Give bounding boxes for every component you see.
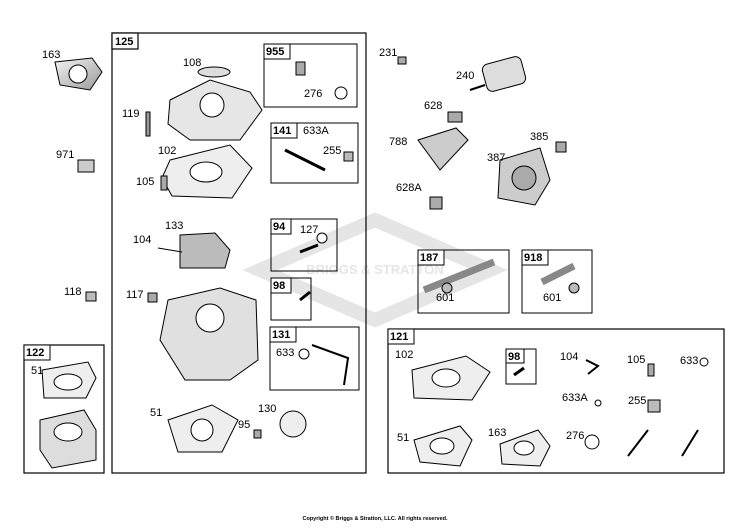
- copyright-footer: Copyright © Briggs & Stratton, LLC. All …: [302, 516, 448, 522]
- callout-387: 387: [487, 152, 505, 164]
- box-98-top[interactable]: 98: [270, 277, 312, 321]
- callout-130: 130: [258, 403, 276, 415]
- box-label-122: 122: [26, 347, 44, 359]
- watermark-text: BRIGGS & STRATTON: [306, 262, 443, 277]
- box-label-125: 125: [115, 36, 133, 48]
- callout-95: 95: [238, 419, 250, 431]
- callout-51-kit: 51: [397, 432, 409, 444]
- box-98-bottom[interactable]: 98: [505, 348, 537, 385]
- callout-255-top: 255: [323, 145, 341, 157]
- callout-276-kit: 276: [566, 430, 584, 442]
- callout-385: 385: [530, 131, 548, 143]
- callout-105-kit: 105: [627, 354, 645, 366]
- box-label-955: 955: [266, 46, 284, 58]
- callout-127: 127: [300, 224, 318, 236]
- box-label-121: 121: [390, 331, 408, 343]
- callout-601-box187: 601: [436, 292, 454, 304]
- callout-104-top: 104: [133, 234, 151, 246]
- box-label-98-bottom: 98: [508, 351, 520, 363]
- box-label-98-top: 98: [273, 280, 285, 292]
- box-918[interactable]: 918: [521, 249, 593, 314]
- callout-117: 117: [126, 289, 144, 301]
- callout-108: 108: [183, 57, 201, 69]
- callout-119: 119: [122, 108, 140, 120]
- callout-276-top: 276: [304, 88, 322, 100]
- callout-633-box131: 633: [276, 347, 294, 359]
- callout-628: 628: [424, 100, 442, 112]
- callout-102-top: 102: [158, 145, 176, 157]
- part-drawings: [39, 56, 709, 469]
- box-955[interactable]: 955: [263, 43, 358, 108]
- callout-118: 118: [64, 286, 82, 298]
- box-131[interactable]: 131: [269, 326, 360, 391]
- callout-51-mid: 51: [150, 407, 162, 419]
- callout-105-top: 105: [136, 176, 154, 188]
- box-121[interactable]: 121: [387, 328, 725, 474]
- callout-133: 133: [165, 220, 183, 232]
- box-label-141: 141: [273, 125, 291, 137]
- watermark: BRIGGS & STRATTON: [242, 212, 508, 328]
- box-label-131: 131: [272, 329, 290, 341]
- callout-163-left: 163: [42, 49, 60, 61]
- box-187[interactable]: 187: [417, 249, 510, 314]
- callout-255-kit: 255: [628, 395, 646, 407]
- box-label-918: 918: [524, 252, 542, 264]
- box-141[interactable]: 141: [270, 122, 359, 184]
- callout-240: 240: [456, 70, 474, 82]
- callout-633A-top: 633A: [303, 125, 329, 137]
- callout-633A-kit: 633A: [562, 392, 588, 404]
- box-label-187: 187: [420, 252, 438, 264]
- callout-231: 231: [379, 47, 397, 59]
- box-122[interactable]: 122: [23, 344, 105, 474]
- callout-102-kit: 102: [395, 349, 413, 361]
- callout-163-kit: 163: [488, 427, 506, 439]
- box-label-94: 94: [273, 221, 286, 233]
- callout-788: 788: [389, 136, 407, 148]
- callout-labels: 163 108 119 102 971 105 133 104 118 117 …: [31, 47, 698, 444]
- callout-601-box918: 601: [543, 292, 561, 304]
- box-125[interactable]: 125: [111, 32, 367, 474]
- callout-971: 971: [56, 149, 74, 161]
- callout-104-kit: 104: [560, 351, 578, 363]
- box-94[interactable]: 94: [270, 218, 338, 272]
- callout-628A: 628A: [396, 182, 422, 194]
- callout-633-kit: 633: [680, 355, 698, 367]
- callout-51-left: 51: [31, 365, 43, 377]
